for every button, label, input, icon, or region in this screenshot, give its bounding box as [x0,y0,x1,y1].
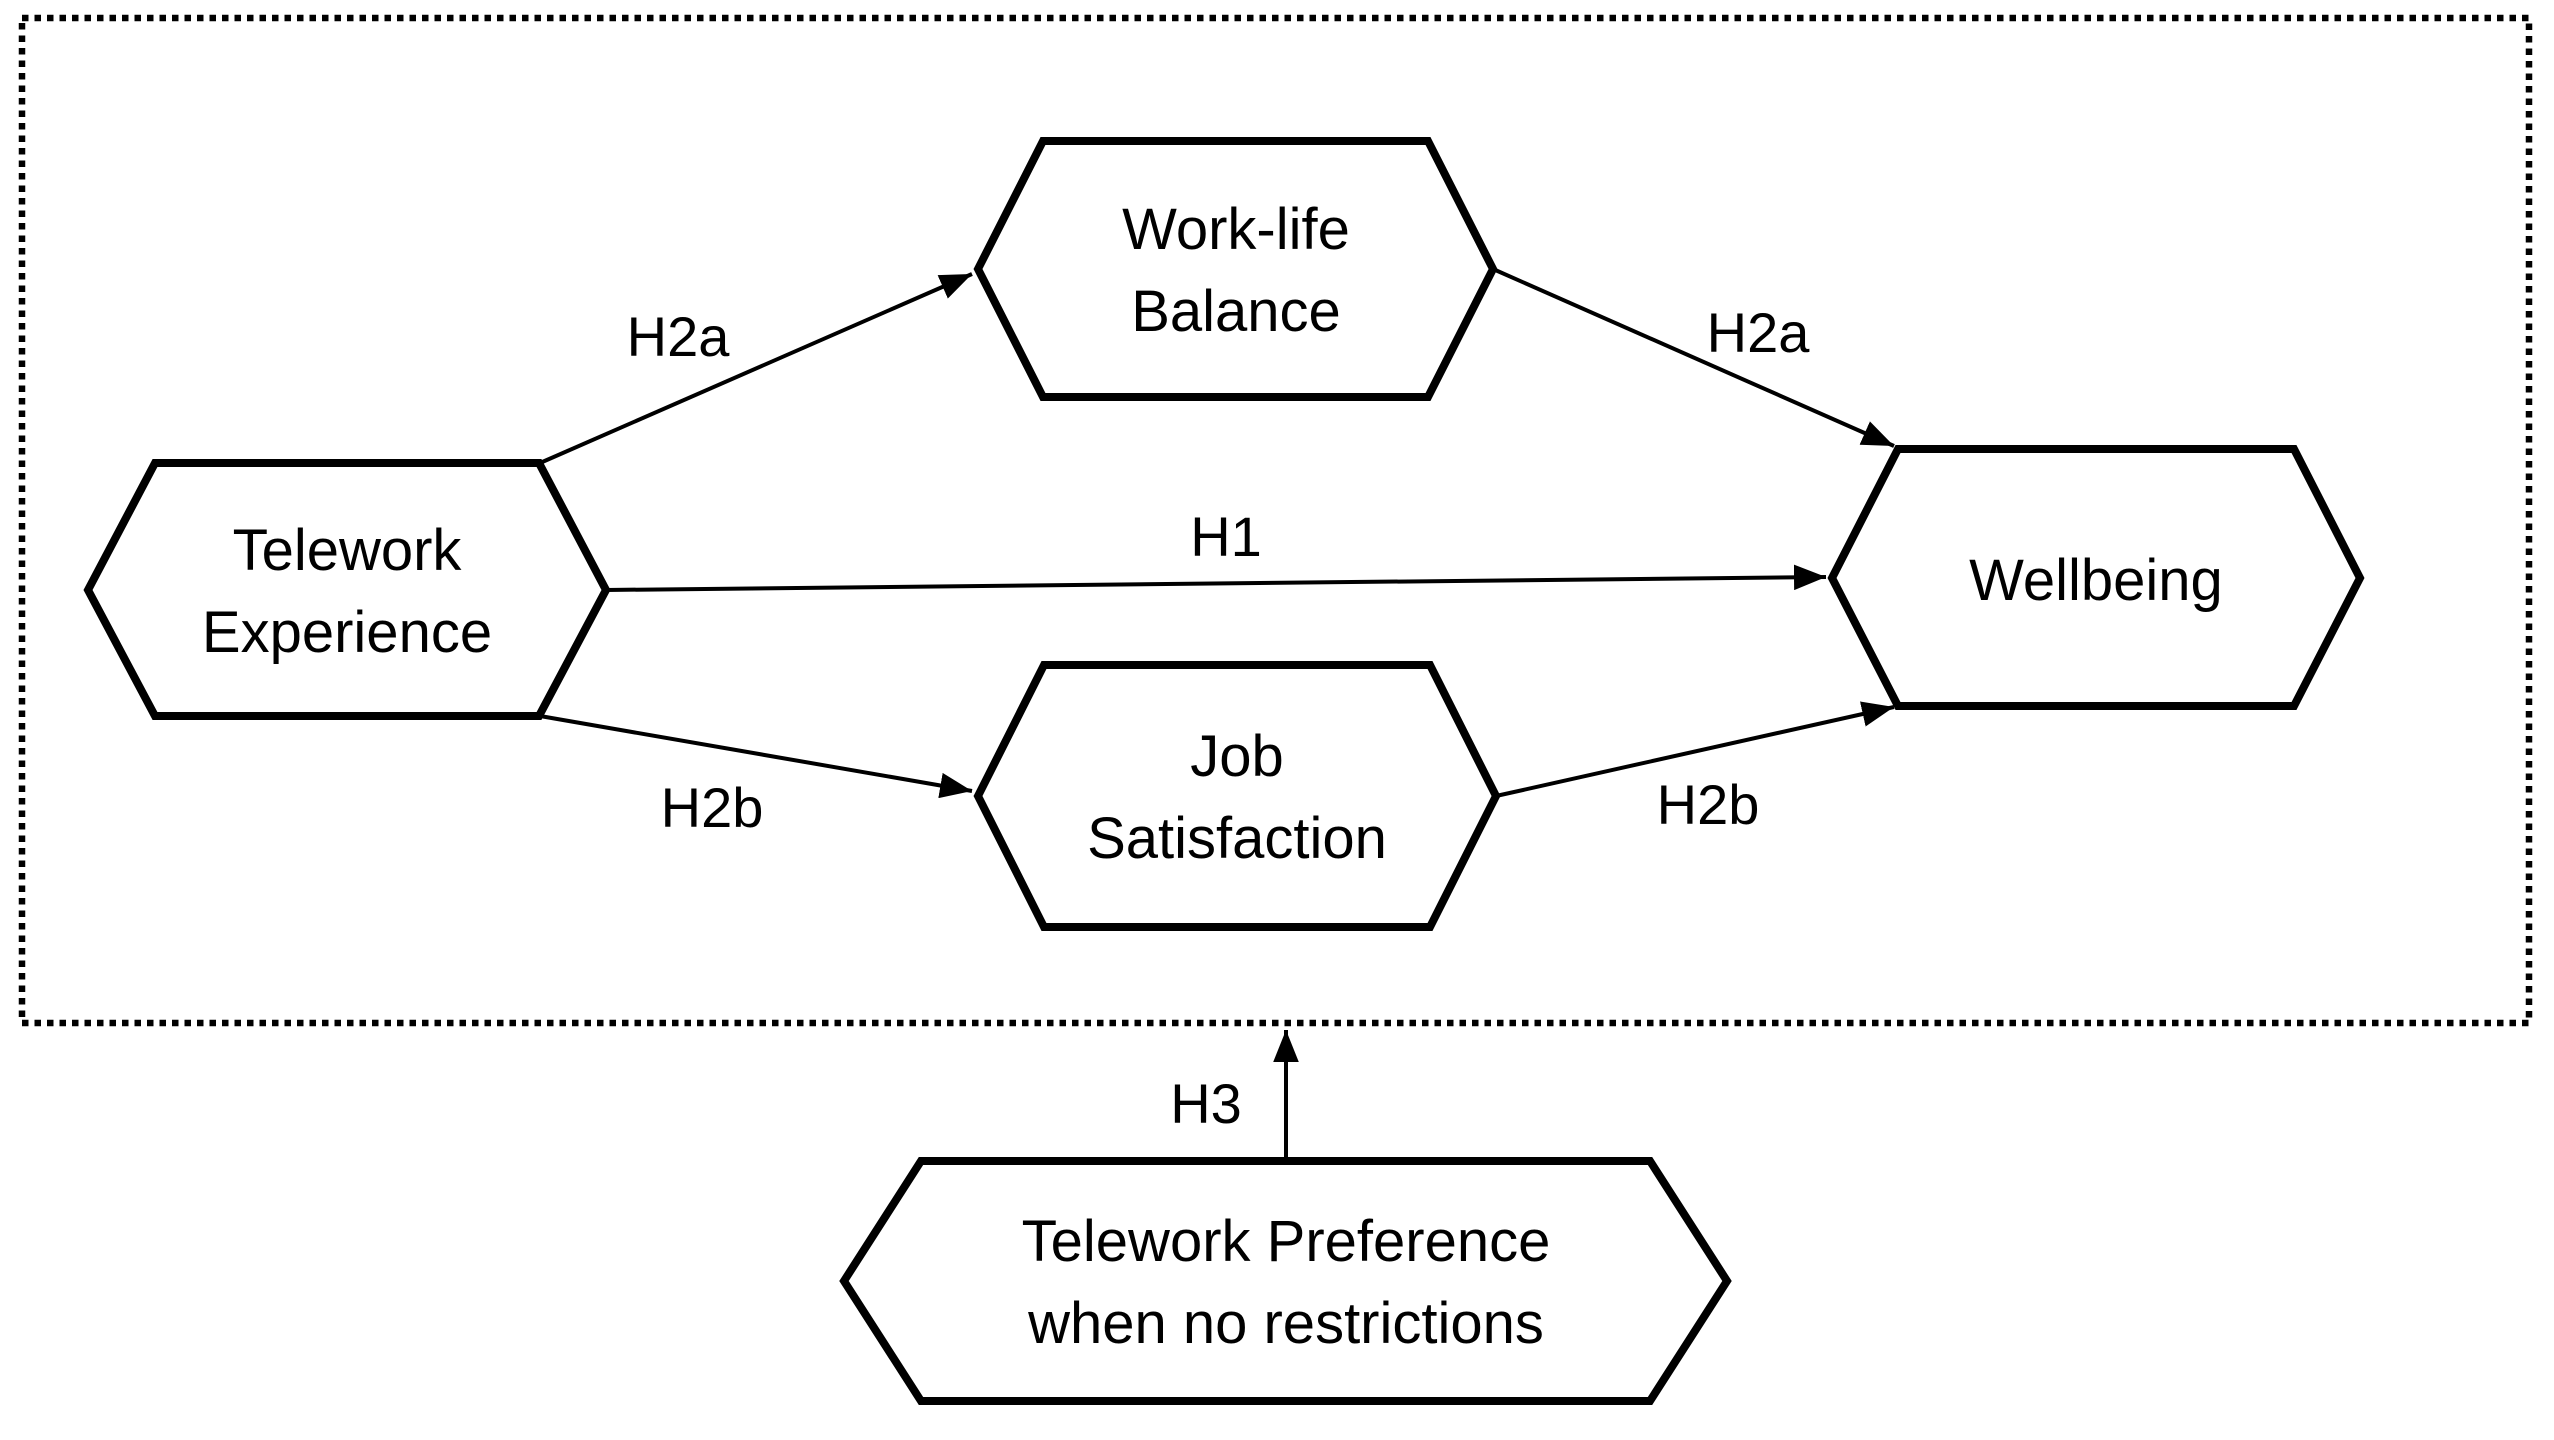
telework-experience-hexagon [83,459,611,720]
edge-h2a-telework-to-worklife-arrow [539,272,973,465]
wellbeing-hexagon [1827,445,2365,710]
edge-label-h2a-right: H2a [1707,301,1811,364]
edge-label-h2a-left: H2a [627,305,731,368]
edge-label-h2b-left: H2b [661,776,764,839]
telework-experience-label-line2: Experience [202,600,492,665]
telework-preference-label-line1: Telework Preference [1022,1209,1551,1274]
job-satisfaction-label-line2: Satisfaction [1087,806,1387,871]
work-life-balance-hexagon [973,137,1498,401]
edge-h2a-worklife-to-wellbeing-arrow [1492,267,1895,448]
edge-h2b-jobsat-to-wellbeing-arrow [1495,701,1895,798]
edge-h1-telework-to-wellbeing-arrow [605,564,1827,592]
node-work-life-balance: Work-life Balance [973,137,1498,401]
job-satisfaction-label-line1: Job [1190,724,1284,789]
edge-label-h3: H3 [1170,1072,1242,1135]
edge-label-h2b-right: H2b [1657,773,1760,836]
job-satisfaction-hexagon [973,661,1501,931]
telework-experience-label-line1: Telework [233,518,463,583]
work-life-balance-label-line1: Work-life [1122,197,1350,262]
telework-preference-label-line2: when no restrictions [1027,1291,1544,1356]
edges [539,267,1895,1162]
node-telework-experience: Telework Experience [83,459,611,720]
edge-label-h1: H1 [1190,505,1262,568]
work-life-balance-label-line2: Balance [1131,279,1341,344]
wellbeing-label: Wellbeing [1969,548,2223,613]
edge-h2b-telework-to-jobsat-arrow [539,714,973,799]
model-boundary-box [18,14,2533,1027]
node-job-satisfaction: Job Satisfaction [973,661,1501,931]
node-wellbeing: Wellbeing [1827,445,2365,710]
node-telework-preference: Telework Preference when no restrictions [839,1157,1732,1405]
telework-preference-hexagon [839,1157,1732,1405]
